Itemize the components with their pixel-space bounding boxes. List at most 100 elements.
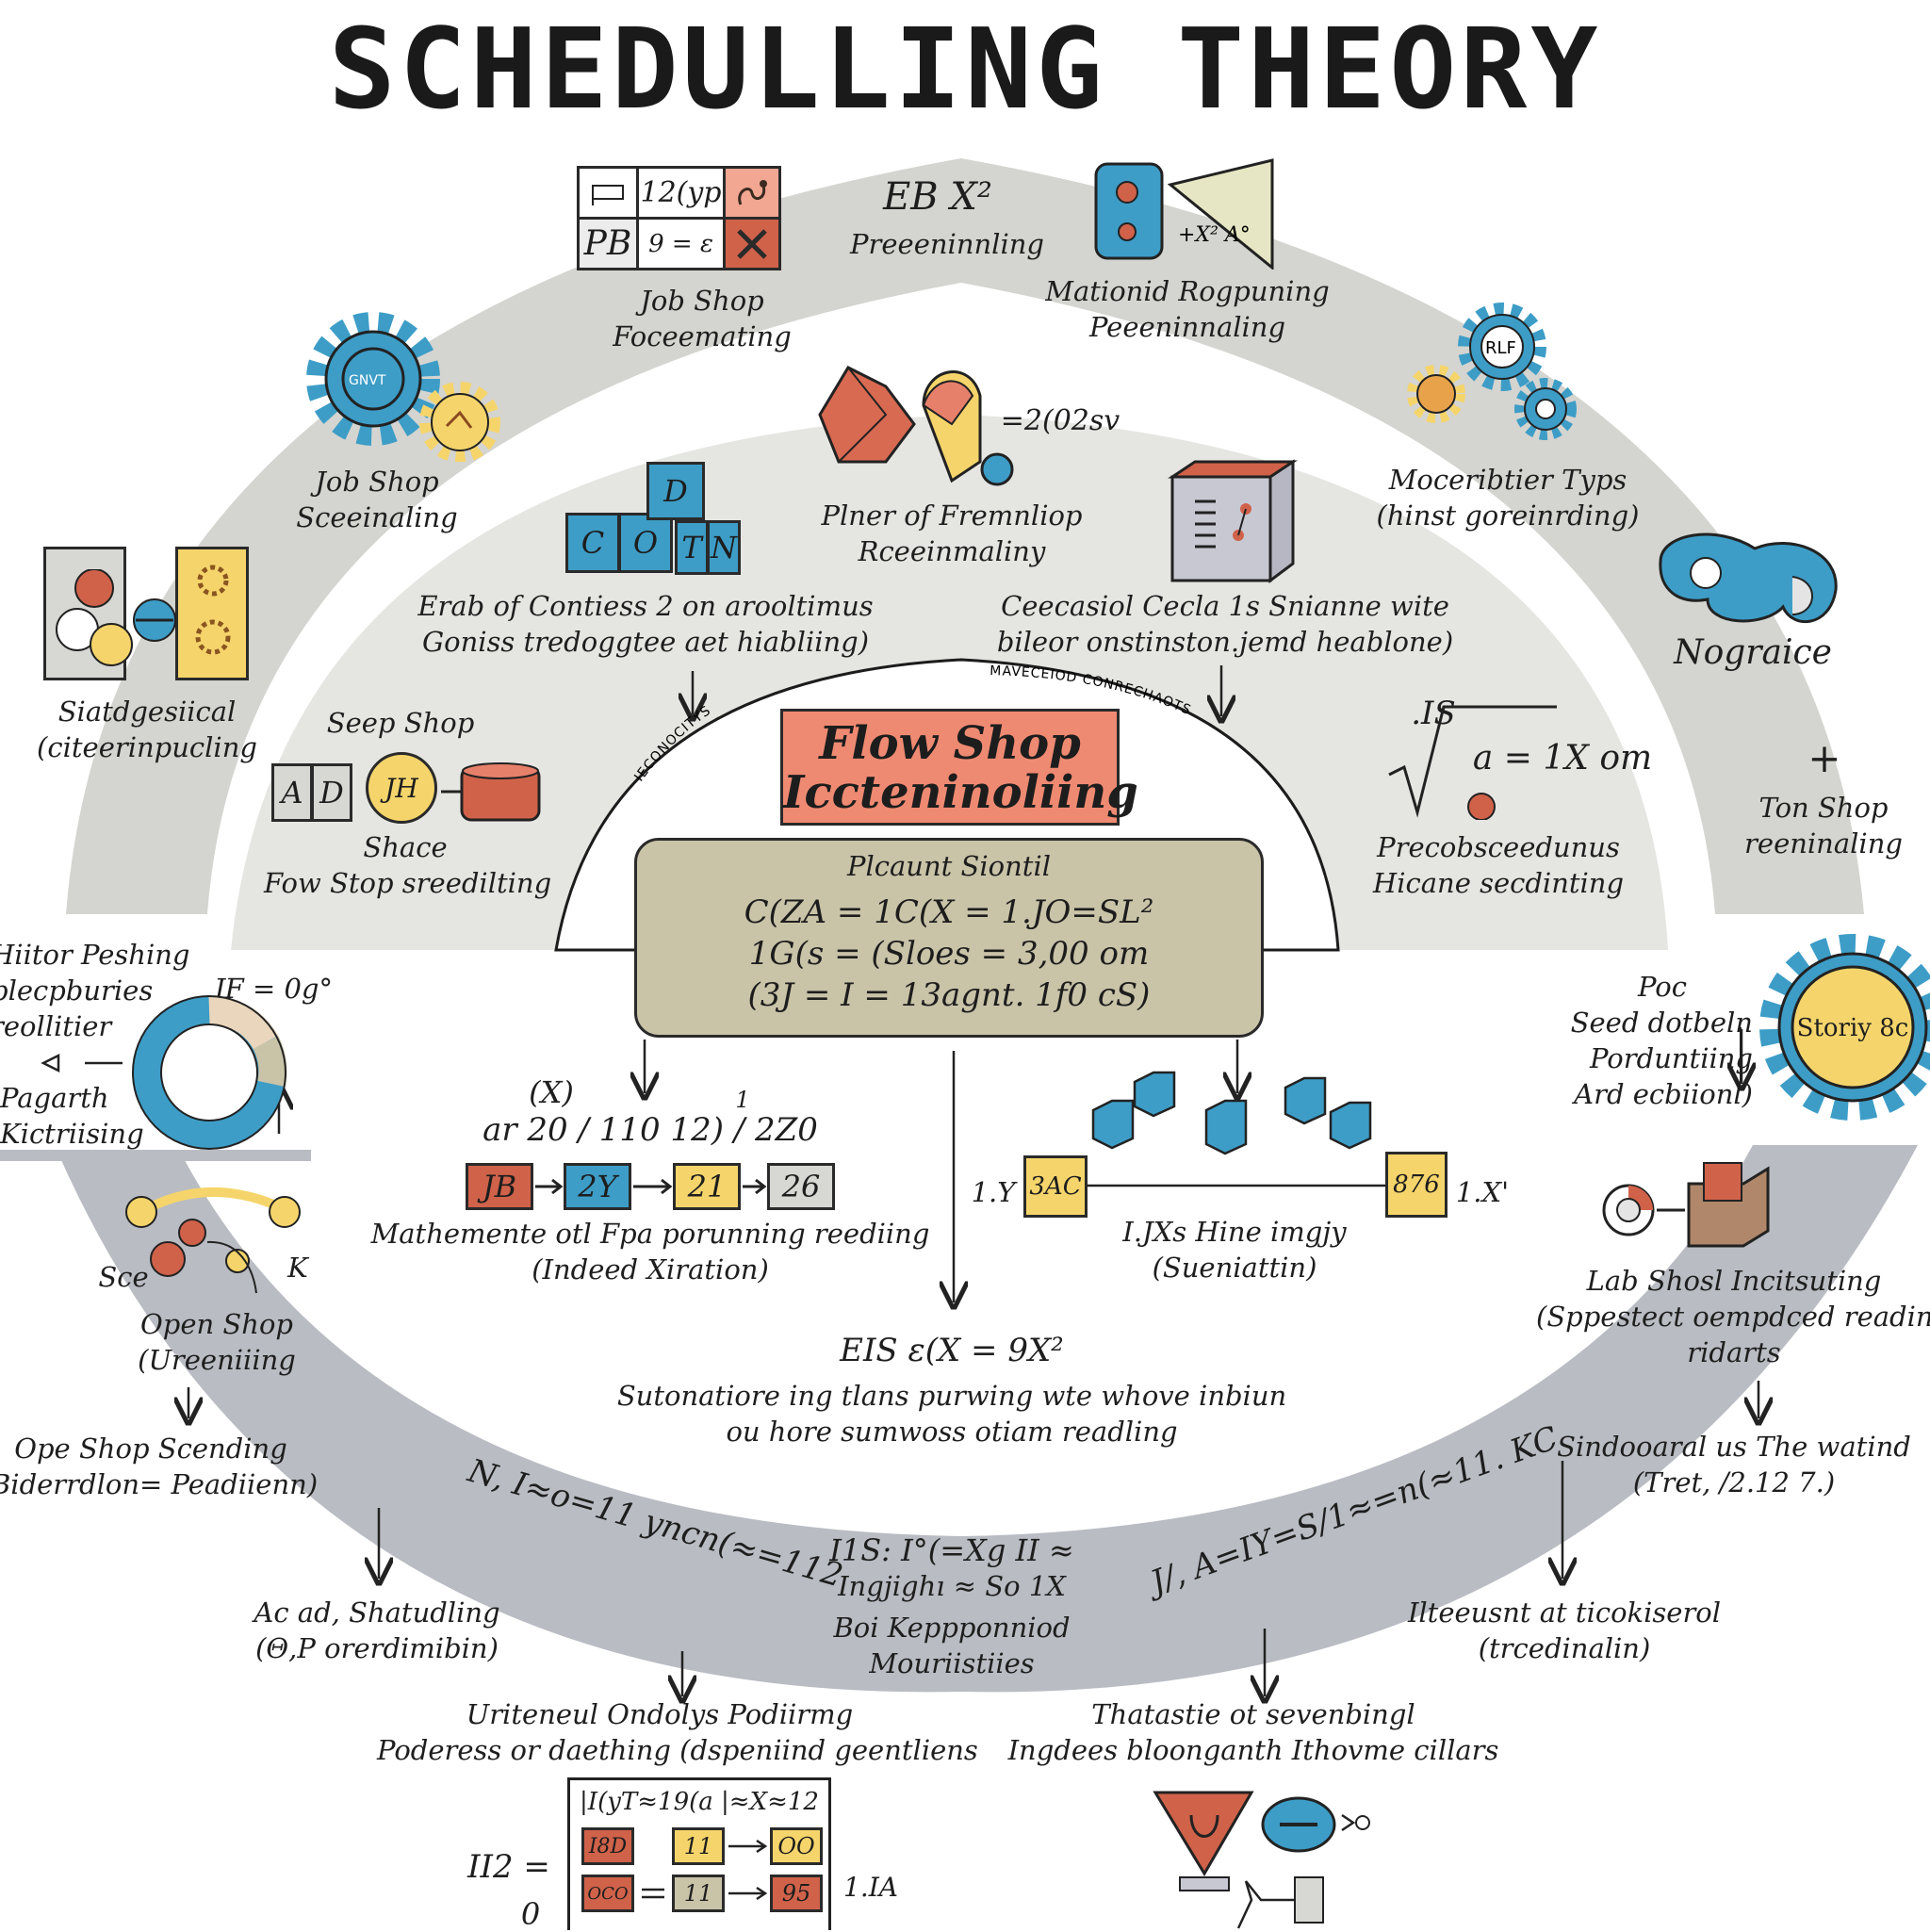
sqrt-symbol xyxy=(1388,705,1557,820)
cecasiol-label: Ceecasiol Cecla 1s Snianne wite bileor o… xyxy=(996,590,1454,658)
letter-cubes: C O D T N xyxy=(562,458,750,581)
panel-line-3: (3J = I = 13agnt. 1f0 cS) xyxy=(747,976,1151,1014)
acad-label: Ac ad, Shatudling (Θ,P orerdimibin) xyxy=(254,1596,500,1664)
table-cell-r2c2: 11 xyxy=(672,1875,725,1912)
outer-arch-band xyxy=(66,158,1864,914)
page-title: SCHEDULLING THEORY xyxy=(328,4,1602,134)
story-gear-text: Storiy 8c xyxy=(1796,1014,1909,1042)
timeline-box-1: 3AC xyxy=(1023,1155,1088,1218)
chain-box-3: 21 xyxy=(673,1163,741,1210)
blue-blob-icon xyxy=(1659,532,1838,623)
timeline-label: I.JXs Hine imgjy (Sueniattin) xyxy=(1122,1216,1347,1284)
lower-band-cap-left xyxy=(0,1150,311,1161)
lab-shop-label: Lab Shosl Incitsuting (Sppestect oempdce… xyxy=(1536,1265,1930,1368)
seep-box-a: A xyxy=(271,763,313,822)
timeline-box-2: 876 xyxy=(1385,1152,1448,1218)
bottom-table: |I(yT≈19(a |≈X≈12 I8D 11 OO OCO 11 95 xyxy=(567,1777,831,1930)
gear-icon: GNVT xyxy=(306,312,500,462)
seep-shop-chain: A D JH xyxy=(271,745,545,833)
svg-text:RLF: RLF xyxy=(1485,338,1516,358)
story-gear-icon xyxy=(1759,934,1930,1121)
server-cube-icon xyxy=(1168,459,1298,583)
center-bottom-label: I1S: I°(=Xg II ≈ Ingjighı ≈ So 1X Boi Ke… xyxy=(829,1532,1074,1679)
chain-one: 1 xyxy=(735,1087,750,1113)
planner-icon xyxy=(818,366,1014,486)
small-gears-icon xyxy=(195,565,231,655)
seep-shop-title: Seep Shop xyxy=(326,707,475,739)
chain-arrows xyxy=(535,1178,767,1195)
eis-formula: EIS ε(X = 9X² xyxy=(840,1332,1064,1369)
eb-formula: EB X² xyxy=(883,175,992,219)
rational-planning-icon: +X² A° xyxy=(1094,158,1274,270)
modular-label: Moceribtier Typs (hinst goreinrding) xyxy=(1376,464,1640,532)
job-shop-sched-label: Job Shop Sceeinaling xyxy=(296,466,458,533)
planner-formula: =2(02sv xyxy=(1000,404,1120,437)
svg-text:GNVT: GNVT xyxy=(349,373,386,388)
panel-line-1: C(ZA = 1C(X = 1.JO=SL² xyxy=(744,893,1154,931)
snake-icon xyxy=(738,179,767,205)
thatastic-label: Thatastie ot sevenbingl Ingdees bloongan… xyxy=(1007,1698,1499,1766)
panel-line-2: 1G(s = (Sloes = 3,00 om xyxy=(748,935,1150,973)
cube-d: D xyxy=(646,462,705,520)
svg-text:+X² A°: +X² A° xyxy=(1178,223,1251,247)
grid-cell-icon xyxy=(577,166,639,220)
sce-label: Sce xyxy=(98,1261,149,1293)
timeline-line xyxy=(1088,1184,1387,1187)
funnel-icon xyxy=(1153,1791,1370,1929)
table-cell-r2c3: 95 xyxy=(770,1875,823,1912)
job-shop-grid: 12(yp PB 9 = ε xyxy=(577,166,784,273)
sqrt-formula-top: .IS xyxy=(1411,695,1456,732)
seep-label: Shace Fow Stop sreedilting xyxy=(264,831,552,899)
timeline-cubes-icon xyxy=(1091,1071,1372,1155)
grid-cell-snake-icon xyxy=(723,166,781,220)
table-arrows xyxy=(642,1839,768,1901)
cube-t: T xyxy=(675,520,709,575)
precob-label: Precobsceedunus Hicane secdinting xyxy=(1372,831,1625,899)
pagarth-label: Pagarth Kictriising xyxy=(0,1082,144,1150)
sqrt-rhs: a = 1X om xyxy=(1472,739,1653,778)
plus-sign: + xyxy=(1807,735,1841,781)
grid-cell-formula: 12(yp xyxy=(636,166,726,220)
cylinder-icon xyxy=(441,762,541,822)
chain-top-small: (X) xyxy=(529,1074,574,1110)
cube-o: O xyxy=(618,513,673,573)
modular-gears-icon: RLF xyxy=(1407,303,1577,440)
eb-label: Preeeninnling xyxy=(850,228,1044,260)
chain-label: Mathemente otl Fpa porunning reediing (I… xyxy=(370,1218,930,1285)
timeline-left-val: 1.Y xyxy=(971,1176,1016,1208)
k-label: K xyxy=(287,1252,308,1284)
ope-shop-label: Ope Shop Scending Biderrdlon= Peadiienn) xyxy=(0,1433,319,1500)
iltee-label: Ilteeusnt at ticokiserol (trcedinalin) xyxy=(1407,1596,1722,1664)
crossed-tools-icon xyxy=(737,228,767,259)
flow-shop-title: Flow Shop Iccteninoliing xyxy=(780,709,1138,826)
cube-n: N xyxy=(707,520,741,575)
rational-label: Mationid Rogpuning Peeeninnaling xyxy=(1045,275,1330,343)
job-shop-label: Job Shop Foceemating xyxy=(613,285,792,352)
chain-box-2: 2Y xyxy=(564,1163,631,1210)
flag-icon xyxy=(592,184,624,205)
erab-label: Erab of Contiess 2 on arooltimus Goniss … xyxy=(417,590,874,658)
stat-label: Siatdgesiical (citeerinpucling xyxy=(37,696,257,763)
chain-box-4: 26 xyxy=(767,1163,835,1210)
timeline-right-val: 1.X' xyxy=(1455,1176,1510,1208)
chain-box-1: JB xyxy=(466,1163,533,1210)
panel-label: Plcaunt Siontil xyxy=(846,850,1052,882)
stat-icon-group xyxy=(43,547,251,682)
open-shop-icon xyxy=(125,1187,301,1294)
lower-band xyxy=(57,1145,1918,1693)
suton-label: Sutonatiore ing tlans purwing wte whove … xyxy=(616,1380,1287,1448)
table-prefix: II2 = xyxy=(467,1848,550,1886)
grid-cell-pb: PB xyxy=(577,217,639,270)
table-cell-r1c3: OO xyxy=(770,1827,823,1865)
venn-circles-icon xyxy=(56,569,176,666)
box-chart-icon xyxy=(1602,1162,1770,1248)
seep-circle-jh: JH xyxy=(366,752,437,824)
table-cell-r1c2: 11 xyxy=(672,1827,725,1865)
svg-text:IECONOCITYS: IECONOCITYS xyxy=(631,703,713,784)
grid-cell-eq: 9 = ε xyxy=(636,217,726,270)
sind-label: Sindooaral us The watind (Tret, /2.12 7.… xyxy=(1557,1431,1911,1498)
chain-formula: ar 20 / 110 12) / 2Z0 xyxy=(482,1111,818,1149)
planner-label: Plner of Fremnliop Rceeinmaliny xyxy=(821,499,1083,567)
hitor-label: Hiitor Peshing plecpburies reollitier xyxy=(0,939,190,1042)
ton-shop-label: Ton Shop reeninaling xyxy=(1744,792,1903,860)
